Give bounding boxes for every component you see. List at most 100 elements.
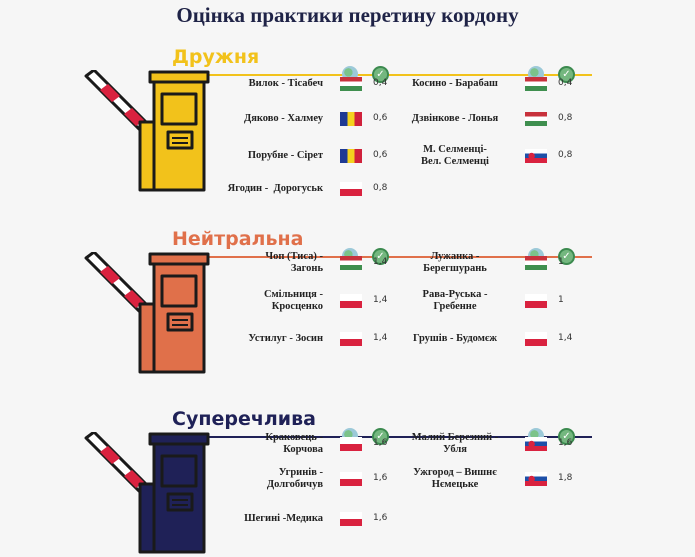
crossing-name-text: Чоп (Тиса) - Загонь	[265, 251, 323, 274]
flag-hu-icon	[340, 256, 362, 270]
flag-pl-icon	[340, 182, 362, 196]
border-barrier-icon	[84, 432, 210, 554]
crossing-row: Краковець - Корчова 1,6	[210, 429, 390, 459]
section-divider	[150, 436, 592, 438]
border-barrier-icon	[84, 70, 210, 192]
crossing-row: Вилок - Тісабеч 0,4	[210, 69, 390, 99]
score-value: 0,8	[558, 150, 573, 160]
score-value: 1,6	[373, 438, 388, 448]
section-divider	[150, 74, 592, 76]
score-value: 0,8	[373, 183, 388, 193]
score-value: 1,4	[373, 295, 388, 305]
check-icon: ✓	[558, 66, 575, 83]
crossing-row: Грушів - Будомєж 1,4	[390, 324, 590, 354]
flag-ro-icon	[340, 149, 362, 163]
border-barrier-icon	[84, 252, 210, 374]
check-icon: ✓	[558, 428, 575, 445]
crossing-name-text: Косино - Барабаш	[412, 78, 498, 89]
crossing-name: Краковець - Корчова	[150, 429, 323, 459]
crossing-name: Шегині -Медика	[150, 504, 323, 534]
check-icon: ✓	[372, 66, 389, 83]
crossing-name-text: Лужанка - Берегшурань	[423, 251, 487, 274]
crossing-row: Ягодин - Дорогуськ 0,8	[210, 174, 390, 204]
crossing-name-text: Устилуг - Зосин	[248, 333, 323, 344]
score-value: 1,6	[373, 513, 388, 523]
crossing-name: Грушів - Будомєж	[390, 324, 520, 354]
crossing-name-text: Шегині -Медика	[244, 513, 323, 524]
flag-pl-icon	[340, 332, 362, 346]
crossing-row: Дяково - Халмеу 0,6	[210, 104, 390, 134]
score-value: 1,4	[558, 333, 573, 343]
crossing-name-text: Смільниця - Кросценко	[263, 289, 323, 312]
crossing-row: Чоп (Тиса) - Загонь 1,4	[210, 248, 390, 278]
score-value: 1,4	[373, 257, 388, 267]
score-value: 1	[558, 257, 564, 267]
section-heading: Нейтральна	[172, 228, 304, 250]
crossing-name: Угринів - Долгобичув	[150, 464, 323, 494]
score-value: 1,6	[558, 438, 573, 448]
crossing-name-text: Грушів - Будомєж	[412, 333, 498, 344]
crossing-name: Ужгород – Вишнє Нємецьке	[390, 464, 520, 494]
crossing-name: Ягодин - Дорогуськ	[150, 174, 323, 204]
crossing-name-text: Краковець - Корчова	[265, 432, 323, 455]
section-divider	[150, 256, 592, 258]
crossing-row: Угринів - Долгобичув 1,6	[210, 464, 390, 494]
crossing-name: Малий Березний - Убля	[390, 429, 520, 459]
flag-sk-icon	[525, 149, 547, 163]
flag-pl-icon	[340, 512, 362, 526]
crossing-name: М. Селменці- Вел. Селменці	[390, 141, 520, 171]
crossing-name-text: М. Селменці- Вел. Селменці	[421, 144, 489, 167]
page-title: Оцінка практики перетину кордону	[176, 3, 519, 27]
crossing-name: Лужанка - Берегшурань	[390, 248, 520, 278]
flag-ro-icon	[340, 112, 362, 126]
flag-hu-icon	[525, 256, 547, 270]
section-heading: Суперечлива	[172, 408, 316, 430]
crossing-name-text: Дяково - Халмеу	[243, 113, 323, 124]
crossing-name-text: Порубне - Сірет	[247, 150, 323, 161]
check-icon: ✓	[372, 428, 389, 445]
crossing-name-text: Дзвінкове - Лонья	[411, 113, 499, 124]
crossing-name-text: Малий Березний - Убля	[411, 432, 499, 455]
section-heading: Дружня	[172, 46, 260, 68]
crossing-name: Рава-Руська - Гребенне	[390, 286, 520, 316]
flag-pl-icon	[525, 294, 547, 308]
flag-sk-icon	[525, 437, 547, 451]
crossing-name: Дзвінкове - Лонья	[390, 104, 520, 134]
crossing-name-text: Рава-Руська - Гребенне	[422, 289, 488, 312]
crossing-row: Смільниця - Кросценко 1,4	[210, 286, 390, 316]
score-value: 1,6	[373, 473, 388, 483]
crossing-row: М. Селменці- Вел. Селменці 0,8	[390, 141, 590, 171]
flag-sk-icon	[525, 472, 547, 486]
crossing-row: Устилуг - Зосин 1,4	[210, 324, 390, 354]
flag-pl-icon	[340, 472, 362, 486]
score-value: 0,4	[373, 78, 388, 88]
crossing-name: Косино - Барабаш	[390, 69, 520, 99]
flag-hu-icon	[525, 77, 547, 91]
crossing-name-text: Угринів - Долгобичув	[266, 467, 323, 490]
check-icon: ✓	[372, 248, 389, 265]
crossing-name: Дяково - Халмеу	[150, 104, 323, 134]
score-value: 1,4	[373, 333, 388, 343]
check-icon: ✓	[558, 248, 575, 265]
score-value: 1,8	[558, 473, 573, 483]
crossing-name: Чоп (Тиса) - Загонь	[150, 248, 323, 278]
flag-pl-icon	[525, 332, 547, 346]
crossing-name-text: Ягодин - Дорогуськ	[227, 183, 323, 194]
flag-pl-icon	[340, 437, 362, 451]
score-value: 0,6	[373, 113, 388, 123]
crossing-row: Шегині -Медика 1,6	[210, 504, 390, 534]
crossing-name: Смільниця - Кросценко	[150, 286, 323, 316]
crossing-name: Устилуг - Зосин	[150, 324, 323, 354]
score-value: 0,8	[558, 113, 573, 123]
crossing-row: Малий Березний - Убля 1,6	[390, 429, 590, 459]
crossing-row: Дзвінкове - Лонья 0,8	[390, 104, 590, 134]
crossing-row: Лужанка - Берегшурань 1	[390, 248, 590, 278]
crossing-name-text: Вилок - Тісабеч	[248, 78, 323, 89]
crossing-name: Порубне - Сірет	[150, 141, 323, 171]
